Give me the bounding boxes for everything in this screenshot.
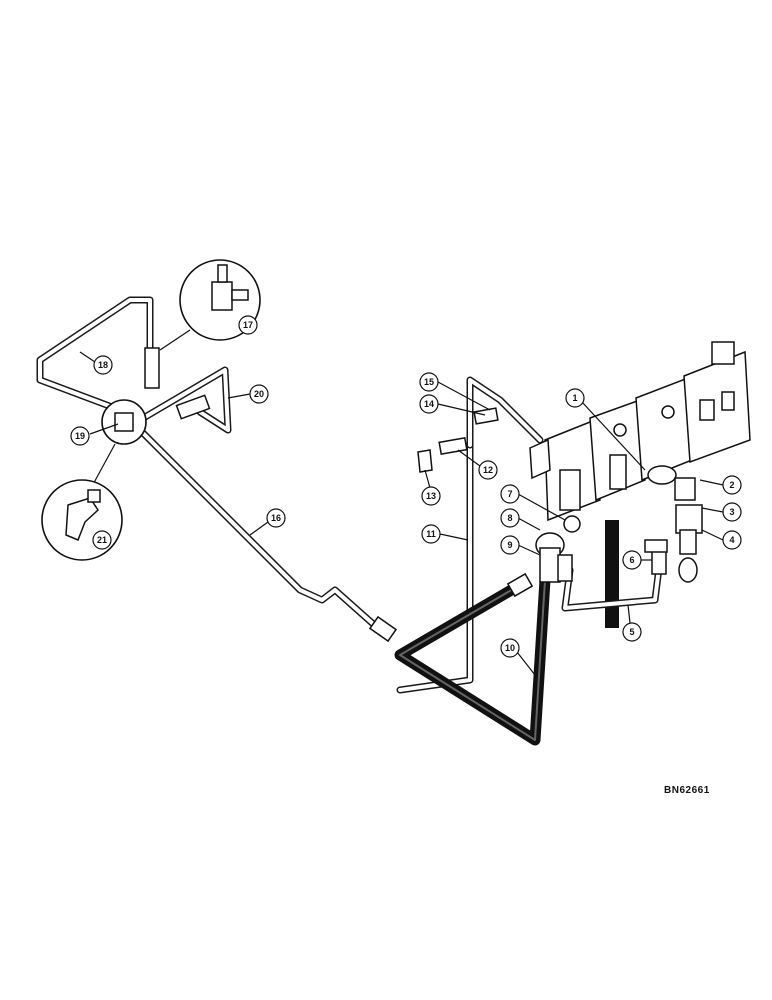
svg-text:21: 21: [97, 535, 107, 545]
callout-14: 14: [419, 394, 486, 416]
inset-19: [101, 399, 147, 445]
svg-text:20: 20: [254, 389, 264, 399]
control-valve-bank: [529, 341, 751, 628]
svg-text:12: 12: [483, 465, 493, 475]
svg-text:2: 2: [729, 480, 734, 490]
svg-text:3: 3: [729, 507, 734, 517]
callout-2: 2: [699, 475, 742, 495]
callout-18: 18: [79, 351, 113, 375]
svg-text:5: 5: [629, 627, 634, 637]
tube-5: [561, 556, 664, 612]
callout-4: 4: [701, 529, 742, 550]
svg-text:13: 13: [426, 491, 436, 501]
callout-13: 13: [421, 469, 441, 506]
fittings: [144, 347, 703, 643]
svg-text:14: 14: [424, 399, 434, 409]
callout-6: 6: [622, 550, 652, 570]
svg-text:8: 8: [507, 513, 512, 523]
drawing-reference: BN62661: [664, 785, 710, 796]
svg-text:4: 4: [729, 535, 734, 545]
callout-7: 7: [500, 484, 566, 521]
callout-16: 16: [249, 508, 286, 536]
svg-text:7: 7: [507, 489, 512, 499]
callout-3: 3: [701, 502, 742, 522]
svg-text:9: 9: [507, 540, 512, 550]
tube-11: [396, 376, 544, 694]
svg-text:16: 16: [271, 513, 281, 523]
callout-1: 1: [565, 388, 646, 471]
inset-17: [159, 259, 261, 351]
svg-text:1: 1: [572, 393, 577, 403]
hose-10: [394, 574, 551, 746]
svg-text:10: 10: [505, 643, 515, 653]
callout-10: 10: [500, 638, 536, 676]
callout-8: 8: [500, 508, 541, 531]
svg-text:15: 15: [424, 377, 434, 387]
callout-9: 9: [500, 535, 541, 556]
tube-20: [136, 366, 232, 434]
svg-text:18: 18: [98, 360, 108, 370]
callout-11: 11: [421, 524, 469, 544]
svg-text:6: 6: [629, 555, 634, 565]
callout-12: 12: [457, 449, 498, 480]
callout-19: 19: [70, 423, 119, 446]
svg-text:17: 17: [243, 320, 253, 330]
callouts: 1 2 3 4 5 6 7: [70, 315, 742, 676]
callout-17: 17: [238, 315, 258, 335]
callout-20: 20: [227, 384, 269, 404]
tube-18: [36, 296, 154, 414]
callout-21: 21: [92, 530, 112, 550]
callout-15: 15: [419, 372, 491, 411]
callout-5: 5: [622, 604, 642, 642]
svg-text:11: 11: [426, 529, 436, 539]
svg-text:19: 19: [75, 431, 85, 441]
tube-16: [136, 426, 384, 634]
